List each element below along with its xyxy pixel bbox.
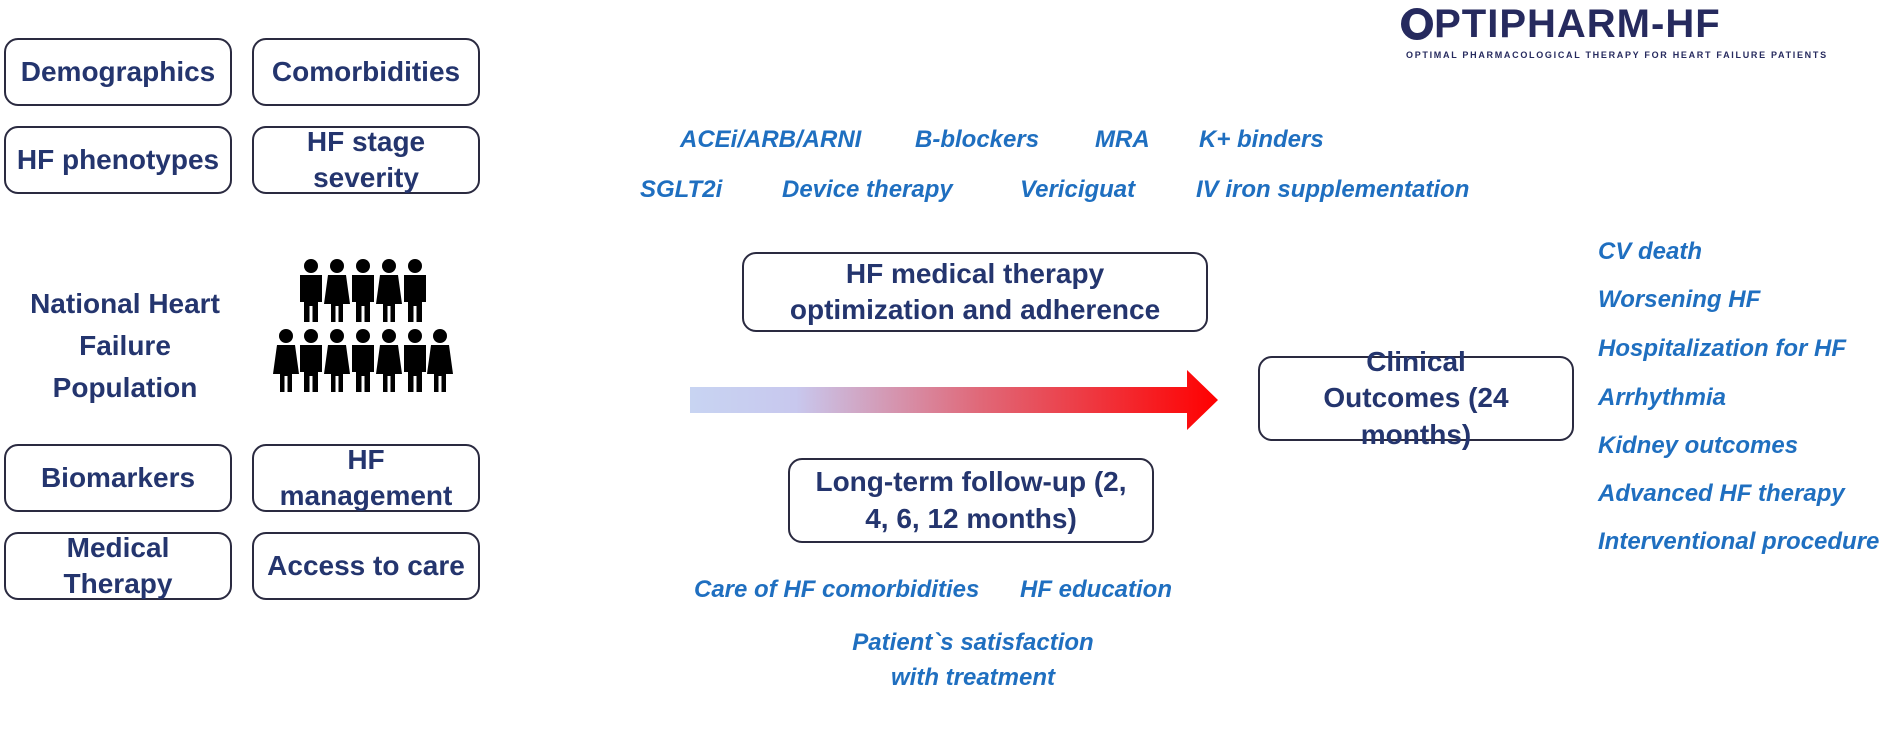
therapy-item: ACEi/ARB/ARNI [680,126,862,153]
medical-therapy-box: Medical Therapy [4,532,232,600]
therapy-item: Vericiguat [1020,176,1136,203]
followup-box: Long-term follow-up (2, 4, 6, 12 months) [788,458,1154,543]
therapy-item: K+ binders [1199,126,1324,153]
logo-title: OPTIPHARM-HF [1402,2,1721,46]
followup-item: HF education [1020,576,1173,603]
access-to-care-box: Access to care [252,532,480,600]
hf-management-box: HF management [252,444,480,512]
followup-item: Patient`s satisfaction with treatment [852,629,1094,691]
therapy-item: Device therapy [782,176,953,203]
progression-arrow [690,370,1218,430]
outcome-item: Worsening HF [1598,286,1761,313]
comorbidities-box: Comorbidities [252,38,480,106]
population-label: National Heart Failure Population [30,288,220,403]
biomarkers-box: Biomarkers [4,444,232,512]
followup-item: Care of HF comorbidities [694,576,980,603]
outcome-item: CV death [1598,238,1703,265]
therapy-item: B-blockers [915,126,1040,153]
logo-subtitle: OPTIMAL PHARMACOLOGICAL THERAPY FOR HEAR… [1406,50,1828,60]
optimization-box: HF medical therapy optimization and adhe… [742,252,1208,332]
outcome-item: Hospitalization for HF [1598,335,1846,362]
people-group-icon [273,259,453,392]
hf-phenotypes-box: HF phenotypes [4,126,232,194]
therapy-item: IV iron supplementation [1196,176,1470,203]
demographics-box: Demographics [4,38,232,106]
therapy-item: SGLT2i [640,176,723,203]
logo-ring-icon [1401,8,1433,40]
outcome-item: Kidney outcomes [1598,432,1799,459]
outcome-item: Advanced HF therapy [1598,480,1845,507]
outcome-item: Arrhythmia [1598,384,1727,411]
clinical-outcomes-box: Clinical Outcomes (24 months) [1258,346,1574,450]
outcome-item: Interventional procedure [1598,528,1880,555]
hf-stage-box: HF stage severity [252,126,480,194]
therapy-item: MRA [1095,126,1150,153]
